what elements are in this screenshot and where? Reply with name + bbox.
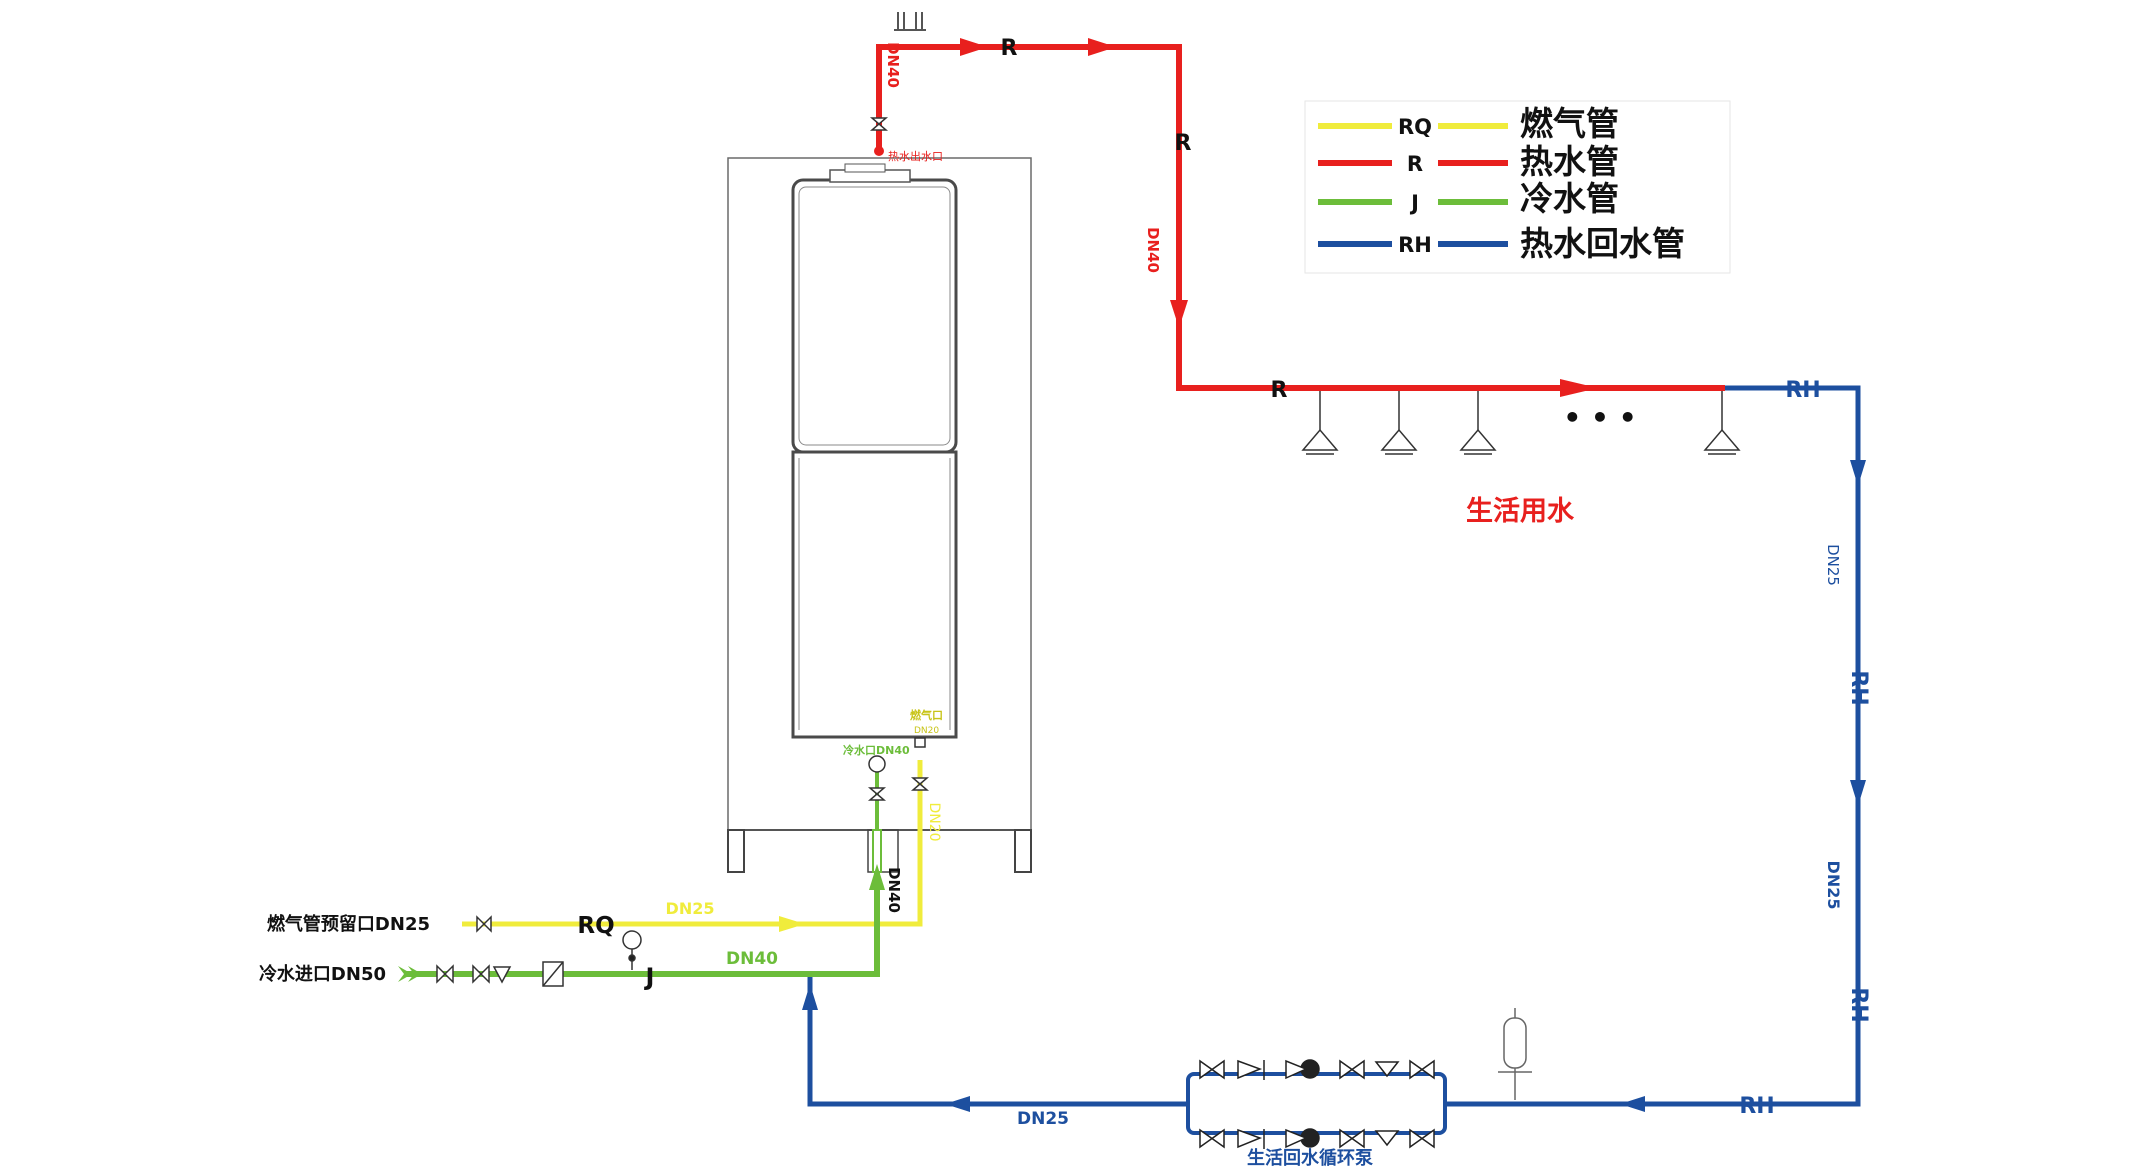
gas-valve [476, 915, 492, 933]
expansion-tank [1498, 1008, 1532, 1100]
pipe-label-rh-top: RH [1785, 378, 1820, 403]
gas-port-label: 燃气口 [909, 708, 943, 722]
pipe-label-dn20-gas: DN20 [926, 802, 942, 841]
more-fixtures-ellipsis: • • • [1563, 401, 1636, 434]
legend: RQ R J RH 燃气管 热水管 冷水管 热水回水管 [1304, 100, 1731, 274]
pipe-label-dn40-cold: DN40 [726, 949, 778, 969]
cold-port-label: 冷水口DN40 [843, 743, 910, 757]
hot-water-pipe [876, 44, 1725, 391]
water-heater-unit [727, 157, 1032, 873]
legend-code-rq: RQ [1398, 115, 1432, 139]
pipe-label-rh-mid2: RH [1846, 987, 1871, 1022]
cold-inlet-arrow-icon [398, 966, 422, 982]
pipe-label-dn25-return: DN25 [1017, 1109, 1069, 1129]
pipe-label-dn25-upper: DN25 [1824, 544, 1842, 586]
legend-name-hot: 热水管 [1520, 142, 1619, 181]
return-flow-arrows [802, 460, 1866, 1112]
pipe-label-dn25-gas: DN25 [666, 899, 715, 918]
gas-port-size-label: DN20 [914, 726, 939, 736]
hot-water-outlet: 热水出水口 [869, 117, 943, 163]
pipe-label-dn40-right: DN40 [1144, 227, 1162, 273]
pipe-label-rh-bottom: RH [1739, 1094, 1774, 1119]
pipe-label-rh-mid1: RH [1846, 670, 1871, 705]
cold-water-fittings [436, 755, 887, 987]
legend-code-j: J [1409, 191, 1419, 215]
circulation-pump-group [1199, 1059, 1435, 1149]
shower-head-fixtures [1301, 391, 1741, 455]
pipe-label-dn40-cold-vertical: DN40 [885, 867, 903, 913]
pipe-label-r-top: R [1001, 36, 1018, 61]
legend-name-return: 热水回水管 [1520, 224, 1685, 263]
legend-code-rh: RH [1398, 233, 1432, 257]
domestic-water-label: 生活用水 [1466, 496, 1575, 527]
circulation-pump-label: 生活回水循环泵 [1247, 1147, 1373, 1167]
gas-flow-arrows [779, 916, 805, 932]
vent-fitting [894, 12, 926, 31]
hot-water-outlet-label: 热水出水口 [888, 149, 943, 163]
gas-port-fitting [910, 737, 930, 791]
legend-code-r: R [1407, 152, 1423, 176]
pipe-label-j: J [644, 963, 655, 991]
legend-name-gas: 燃气管 [1520, 104, 1619, 143]
legend-name-cold: 冷水管 [1520, 179, 1619, 218]
cold-flow-arrows [869, 864, 885, 890]
cold-inlet-label: 冷水进口DN50 [259, 963, 386, 985]
pipe-label-r-branch: R [1271, 378, 1288, 403]
cold-water-pipe [404, 845, 880, 977]
pipe-label-rq: RQ [577, 913, 614, 939]
gas-pipe [462, 760, 923, 927]
pipe-label-dn40-top: DN40 [884, 42, 902, 88]
gas-reserve-label: 燃气管预留口DN25 [267, 913, 430, 935]
pipe-label-dn25-lower: DN25 [1824, 861, 1843, 910]
pipe-label-r-vertical: R [1175, 131, 1192, 156]
hot-water-flow-arrows [960, 38, 1598, 397]
